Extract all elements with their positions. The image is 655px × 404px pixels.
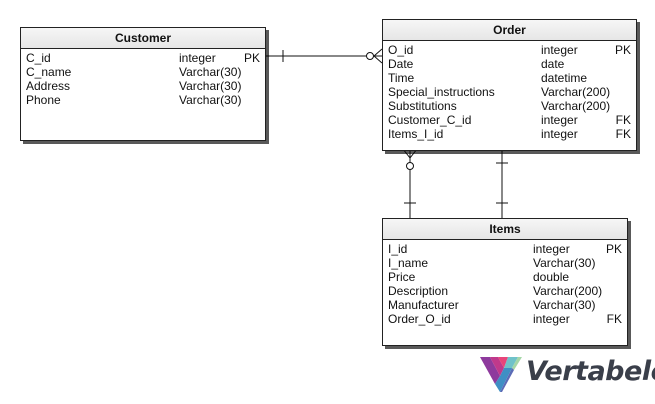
column-type: Varchar(30) xyxy=(533,256,596,270)
column-list: O_id integer PK Date date Time datetime … xyxy=(383,41,636,141)
column-type: Varchar(200) xyxy=(533,284,603,298)
column-row[interactable]: Date date xyxy=(383,57,636,71)
column-name: I_name xyxy=(388,256,429,270)
entity-title: Items xyxy=(383,219,627,240)
column-type: integer xyxy=(179,51,216,65)
column-name: Customer_C_id xyxy=(388,113,472,127)
column-row[interactable]: C_id integer PK xyxy=(21,51,265,65)
entity-customer[interactable]: Customer C_id integer PK C_name Varchar(… xyxy=(20,27,266,141)
column-row[interactable]: Items_I_id integer FK xyxy=(383,127,636,141)
column-key: PK xyxy=(243,51,260,65)
column-type: double xyxy=(533,270,570,284)
column-type: Varchar(200) xyxy=(541,85,611,99)
entity-title: Customer xyxy=(21,28,265,49)
column-row[interactable]: Manufacturer Varchar(30) xyxy=(383,298,627,312)
column-name: I_id xyxy=(388,242,408,256)
column-key: FK xyxy=(615,127,631,141)
column-row[interactable]: C_name Varchar(30) xyxy=(21,65,265,79)
column-key: FK xyxy=(615,113,631,127)
column-type: integer xyxy=(541,43,578,57)
vertabelo-mark-icon xyxy=(480,357,522,392)
column-type: integer xyxy=(533,312,570,326)
column-name: Substitutions xyxy=(388,99,457,113)
column-row[interactable]: Order_O_id integer FK xyxy=(383,312,627,326)
rel-customer-order xyxy=(264,48,383,64)
column-row[interactable]: I_name Varchar(30) xyxy=(383,256,627,270)
column-row[interactable]: Substitutions Varchar(200) xyxy=(383,99,636,113)
column-list: I_id integer PK I_name Varchar(30) Price… xyxy=(383,240,627,326)
column-key: FK xyxy=(606,312,622,326)
column-type: Varchar(30) xyxy=(533,298,596,312)
column-name: Price xyxy=(388,270,416,284)
column-row[interactable]: I_id integer PK xyxy=(383,242,627,256)
column-row[interactable]: Customer_C_id integer FK xyxy=(383,113,636,127)
column-name: Order_O_id xyxy=(388,312,451,326)
column-list: C_id integer PK C_name Varchar(30) Addre… xyxy=(21,49,265,107)
column-name: Address xyxy=(26,79,71,93)
column-name: Manufacturer xyxy=(388,298,459,312)
column-name: Phone xyxy=(26,93,61,107)
column-row[interactable]: Special_instructions Varchar(200) xyxy=(383,85,636,99)
column-name: Items_I_id xyxy=(388,127,444,141)
vertabelo-logo: Vertabelo xyxy=(478,354,655,394)
column-type: datetime xyxy=(541,71,588,85)
column-row[interactable]: Description Varchar(200) xyxy=(383,284,627,298)
entity-items[interactable]: Items I_id integer PK I_name Varchar(30)… xyxy=(382,218,628,346)
column-key: PK xyxy=(605,242,622,256)
column-row[interactable]: O_id integer PK xyxy=(383,43,636,57)
entity-order[interactable]: Order O_id integer PK Date date Time dat… xyxy=(382,19,637,151)
column-key: PK xyxy=(614,43,631,57)
column-name: Time xyxy=(388,71,415,85)
column-name: Special_instructions xyxy=(388,85,495,99)
logo-text: Vertabelo xyxy=(526,356,655,387)
rel-order-items-right xyxy=(496,149,508,218)
column-name: O_id xyxy=(388,43,414,57)
column-row[interactable]: Price double xyxy=(383,270,627,284)
column-type: integer xyxy=(541,127,578,141)
entity-title: Order xyxy=(383,20,636,41)
column-type: Varchar(30) xyxy=(179,79,242,93)
rel-order-items-left xyxy=(402,148,418,218)
column-row[interactable]: Address Varchar(30) xyxy=(21,79,265,93)
column-row[interactable]: Phone Varchar(30) xyxy=(21,93,265,107)
column-type: Varchar(200) xyxy=(541,99,611,113)
column-name: Description xyxy=(388,284,449,298)
column-type: Varchar(30) xyxy=(179,65,242,79)
column-type: Varchar(30) xyxy=(179,93,242,107)
column-type: integer xyxy=(541,113,578,127)
column-type: integer xyxy=(533,242,570,256)
column-row[interactable]: Time datetime xyxy=(383,71,636,85)
column-name: C_name xyxy=(26,65,72,79)
column-name: C_id xyxy=(26,51,51,65)
column-type: date xyxy=(541,57,565,71)
column-name: Date xyxy=(388,57,414,71)
